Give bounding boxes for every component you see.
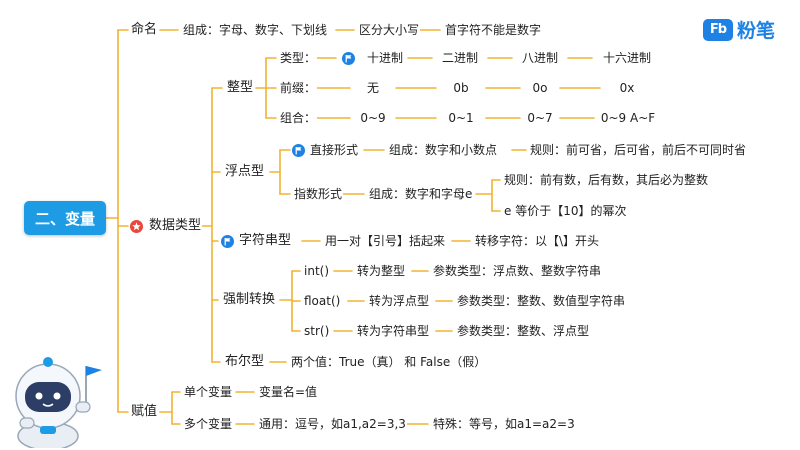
- brand-name: 粉笔: [737, 20, 776, 42]
- flag-icon: [292, 144, 305, 157]
- float-direct-rule: 规则：前可省，后可省，前后不可同时省: [529, 142, 748, 158]
- int-combo-dec: 0~9: [359, 110, 387, 126]
- int-kind-label: 类型：: [279, 50, 318, 66]
- cast-float-params: 参数类型：整数、数值型字符串: [456, 293, 627, 309]
- cast-str-to: 转为字符串型: [356, 323, 431, 339]
- int-kind-hex: 十六进制: [601, 50, 653, 66]
- float-direct: 直接形式: [309, 142, 360, 158]
- naming-case: 区分大小写: [358, 22, 421, 38]
- int-combo-bin: 0~1: [447, 110, 475, 126]
- cast-str-fn: str(): [303, 323, 331, 339]
- int-kind-bin: 二进制: [440, 50, 480, 66]
- cast-float-fn: float(): [303, 293, 342, 309]
- flag-icon: [342, 52, 355, 65]
- int-combo-oct: 0~7: [526, 110, 554, 126]
- naming-node: 命名: [130, 22, 159, 38]
- assign-multi-general: 通用：逗号，如a1,a2=3,3: [258, 416, 407, 432]
- star-icon: [130, 220, 143, 233]
- int-prefix-dec: 无: [365, 80, 381, 96]
- assign-node: 赋值: [130, 404, 159, 420]
- assign-single-form: 变量名=值: [258, 384, 319, 400]
- flag-icon: [221, 235, 234, 248]
- int-prefix-label: 前缀：: [279, 80, 318, 96]
- naming-first-char: 首字符不能是数字: [444, 22, 543, 38]
- int-prefix-hex: 0x: [618, 80, 636, 96]
- root-node: 二、变量: [24, 201, 106, 235]
- cast-str-params: 参数类型：整数、浮点型: [456, 323, 591, 339]
- cast-int-fn: int(): [303, 263, 331, 279]
- int-node: 整型: [226, 80, 255, 96]
- string-escape: 转移字符：以【\】开头: [474, 233, 601, 249]
- float-direct-compose: 组成：数字和小数点: [388, 142, 499, 158]
- brand-logo: Fb 粉笔: [703, 16, 775, 43]
- float-node: 浮点型: [224, 164, 266, 180]
- float-exp-rule: 规则：前有数，后有数，其后必为整数: [503, 172, 710, 188]
- cast-node: 强制转换: [222, 292, 277, 308]
- brand-mark: Fb: [703, 18, 733, 41]
- assign-single: 单个变量: [183, 384, 234, 400]
- astronaut-mascot-icon: [15, 357, 102, 448]
- int-kind-oct: 八进制: [520, 50, 560, 66]
- float-exp-power: e 等价于【10】的幂次: [503, 203, 628, 219]
- string-quote: 用一对【引号】括起来: [324, 233, 447, 249]
- assign-multi: 多个变量: [183, 416, 234, 432]
- int-kind-dec: 十进制: [365, 50, 405, 66]
- naming-compose: 组成：字母、数字、下划线: [182, 22, 329, 38]
- bool-node: 布尔型: [224, 354, 266, 370]
- int-combo-hex: 0~9 A~F: [599, 110, 657, 126]
- bool-values: 两个值：True（真） 和 False（假）: [290, 354, 488, 370]
- float-exp: 指数形式: [293, 186, 344, 202]
- cast-int-params: 参数类型：浮点数、整数字符串: [432, 263, 603, 279]
- int-combo-label: 组合：: [279, 110, 318, 126]
- float-exp-compose: 组成：数字和字母e: [368, 186, 474, 202]
- cast-int-to: 转为整型: [356, 263, 407, 279]
- string-node: 字符串型: [238, 233, 293, 249]
- int-prefix-oct: 0o: [531, 80, 549, 96]
- assign-multi-special: 特殊：等号，如a1=a2=3: [432, 416, 576, 432]
- int-prefix-bin: 0b: [452, 80, 470, 96]
- cast-float-to: 转为浮点型: [368, 293, 431, 309]
- data-types-node: 数据类型: [148, 218, 203, 234]
